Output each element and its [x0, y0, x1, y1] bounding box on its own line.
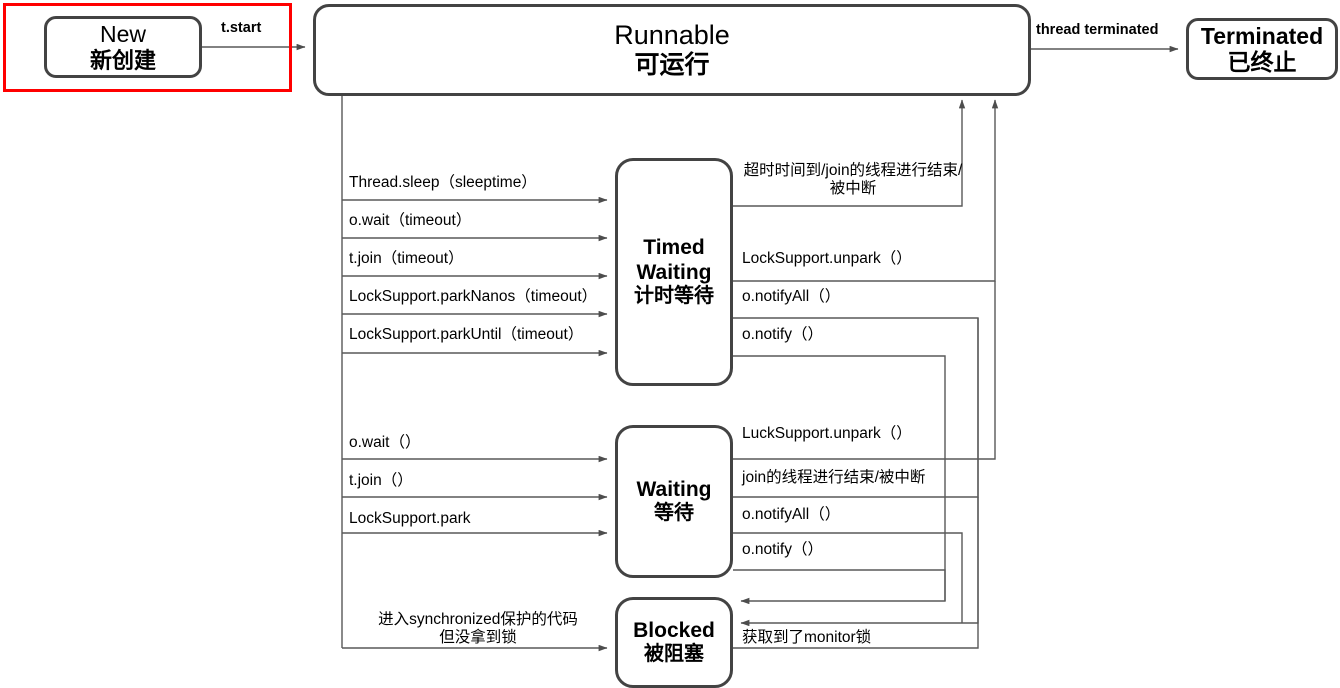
node-new[interactable]: New 新创建: [44, 16, 202, 78]
edge-label-waiting-notify: o.notify（）: [742, 541, 823, 558]
edge-label-o-wait: o.wait（）: [349, 434, 421, 451]
node-blocked[interactable]: Blocked 被阻塞: [615, 597, 733, 688]
edge-label-locksupport-park: LockSupport.park: [349, 510, 471, 527]
node-timed-waiting-label-en2: Waiting: [636, 260, 712, 284]
node-new-label-zh: 新创建: [89, 47, 156, 73]
node-waiting[interactable]: Waiting 等待: [615, 425, 733, 578]
node-timed-waiting[interactable]: Timed Waiting 计时等待: [615, 158, 733, 386]
node-terminated-label-en: Terminated: [1200, 22, 1324, 49]
edge-label-t-join-timeout: t.join（timeout）: [349, 250, 464, 267]
edge-label-enter-synchronized-line2: 但没拿到锁: [439, 629, 517, 647]
edge-label-parkuntil: LockSupport.parkUntil（timeout）: [349, 326, 584, 343]
edge-label-enter-synchronized: 进入synchronized保护的代码 但没拿到锁: [349, 611, 607, 648]
edge-label-o-wait-timeout: o.wait（timeout）: [349, 212, 472, 229]
edge-label-timed-notifyall: o.notifyAll（）: [742, 288, 841, 305]
node-terminated[interactable]: Terminated 已终止: [1186, 18, 1338, 80]
edge-label-lucksupport-unpark: LuckSupport.unpark（）: [742, 425, 912, 442]
node-blocked-label-en: Blocked: [633, 618, 715, 642]
edge-label-thread-terminated: thread terminated: [1036, 22, 1159, 38]
edge-label-t-join: t.join（）: [349, 472, 413, 489]
node-runnable-label-en: Runnable: [614, 20, 730, 51]
node-runnable[interactable]: Runnable 可运行: [313, 4, 1031, 96]
node-waiting-label-zh: 等待: [654, 502, 694, 525]
edge-label-t-start: t.start: [221, 20, 262, 36]
edge-label-waiting-notifyall: o.notifyAll（）: [742, 506, 841, 523]
node-new-label-en: New: [99, 21, 146, 48]
edge-label-timed-notify: o.notify（）: [742, 326, 823, 343]
edge-label-got-monitor-lock: 获取到了monitor锁: [742, 629, 872, 646]
edge-label-enter-synchronized-line1: 进入synchronized保护的代码: [378, 611, 578, 628]
node-blocked-label-zh: 被阻塞: [644, 643, 704, 666]
edge-label-join-finished: join的线程进行结束/被中断: [742, 469, 926, 486]
node-runnable-label-zh: 可运行: [634, 51, 710, 80]
node-timed-waiting-label-en1: Timed: [643, 236, 705, 260]
node-waiting-label-en: Waiting: [636, 477, 712, 501]
node-terminated-label-zh: 已终止: [1227, 49, 1297, 75]
edge-label-locksupport-unpark: LockSupport.unpark（）: [742, 250, 912, 267]
edge-label-thread-sleep: Thread.sleep（sleeptime）: [349, 174, 537, 191]
edge-label-parknanos: LockSupport.parkNanos（timeout）: [349, 288, 598, 305]
node-timed-waiting-label-zh: 计时等待: [634, 284, 714, 307]
edge-label-timeout-reached: 超时时间到/join的线程进行结束/被中断: [743, 162, 963, 198]
highlight-rectangle-new: [3, 3, 292, 92]
